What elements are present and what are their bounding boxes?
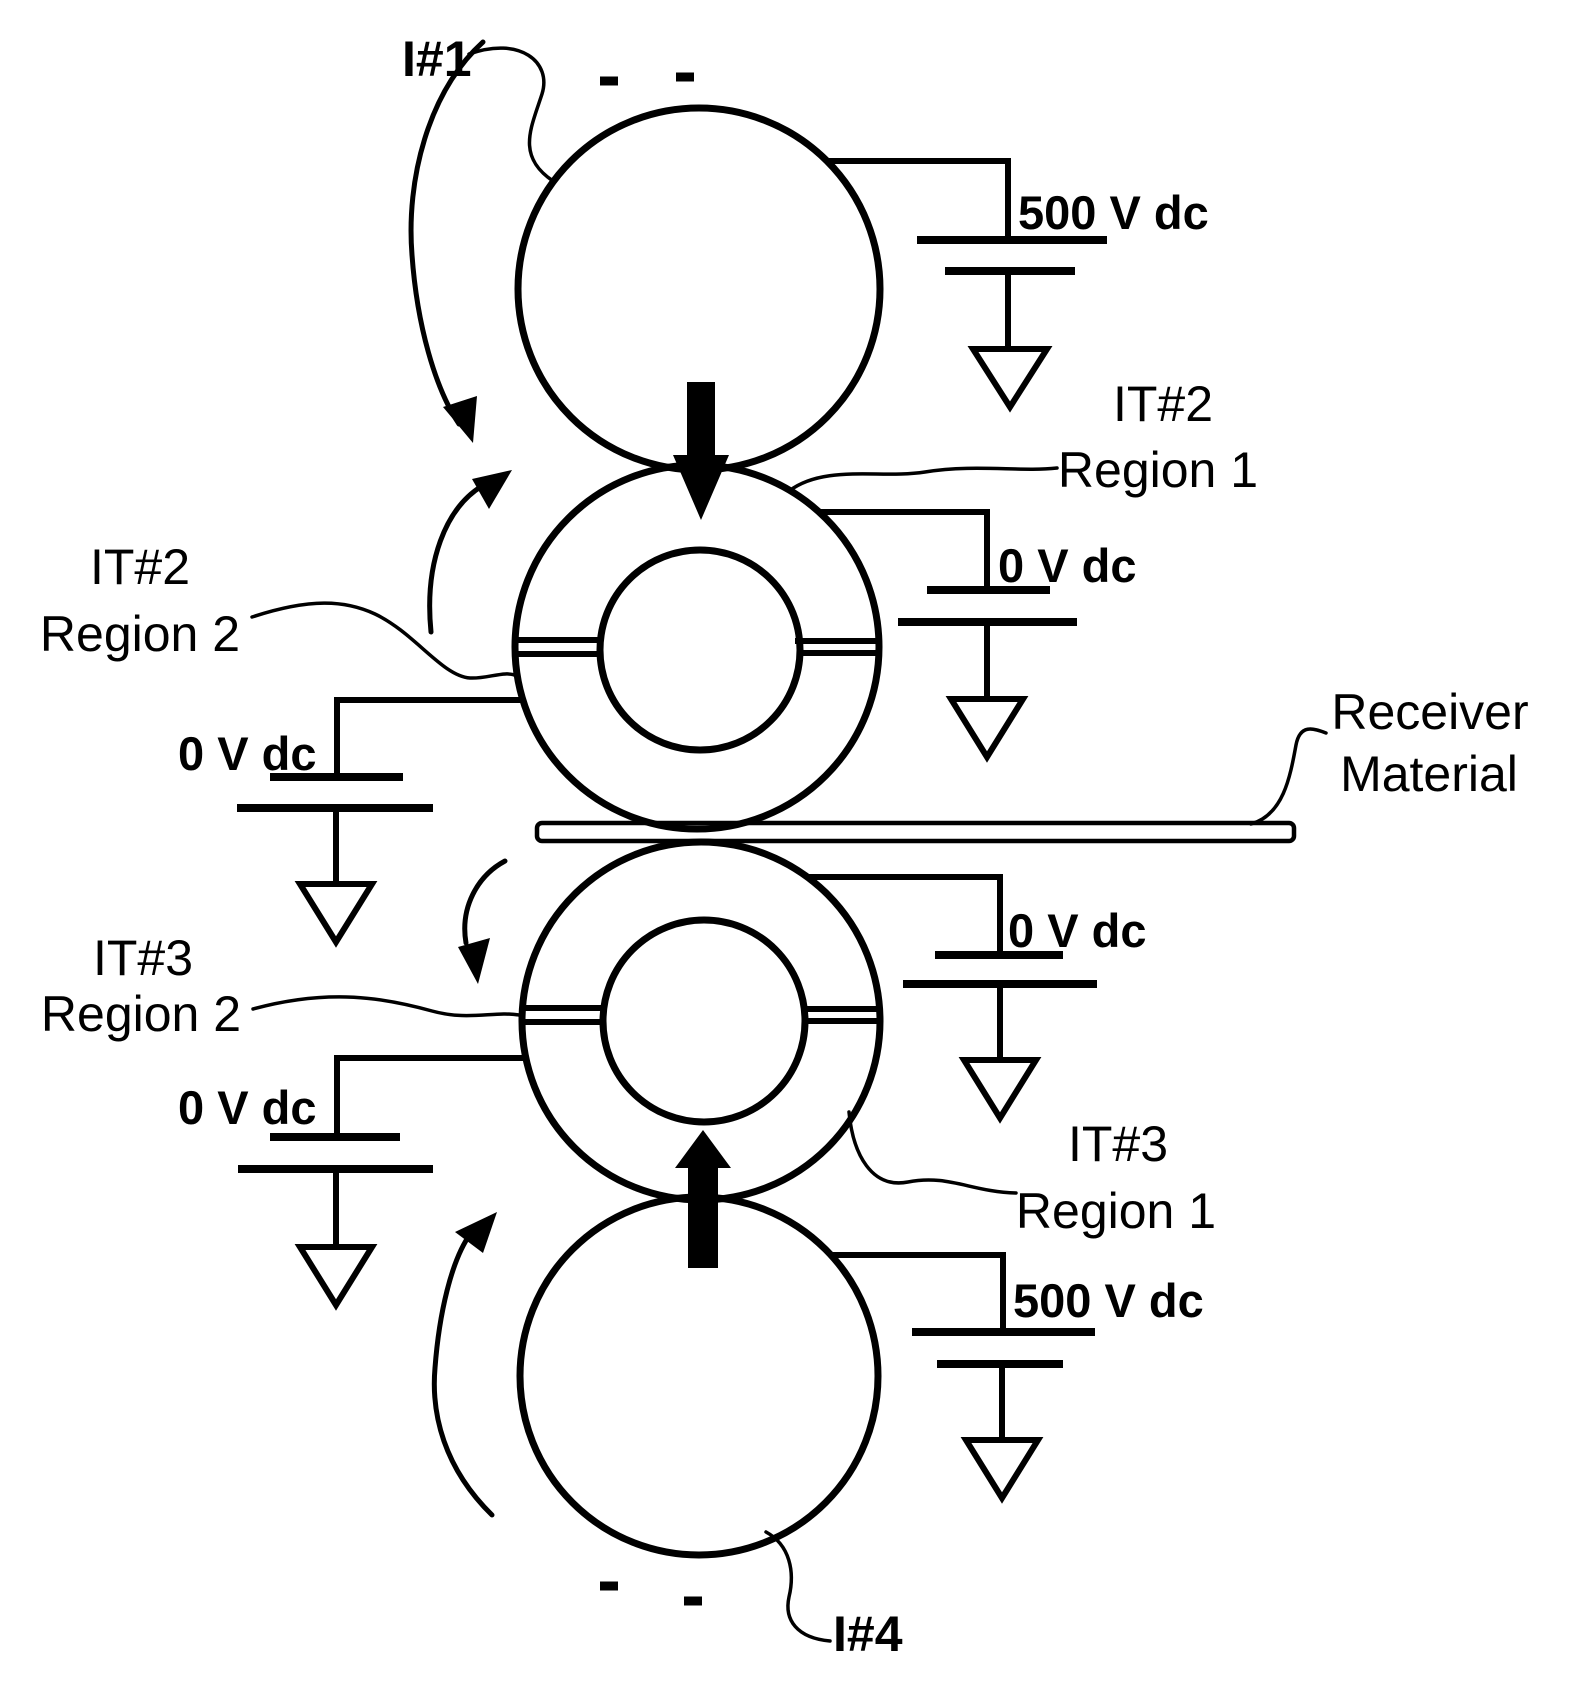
label-it2-region2: Region 2 <box>40 606 240 662</box>
roller-it2-outer-drum <box>511 461 883 833</box>
leader-receiver <box>1249 727 1328 826</box>
roller-it3-inner-core <box>599 916 809 1126</box>
ground-icon <box>960 1437 1044 1504</box>
leader-it3-region2 <box>251 995 521 1018</box>
label-it3-region1: Region 1 <box>1016 1183 1216 1239</box>
wire-it2-region1-supply <box>819 509 990 590</box>
label-it2-left-title: IT#2 <box>90 539 190 595</box>
rotation-arrowhead-icon <box>443 396 477 443</box>
wire-it2-region2-supply <box>334 697 523 777</box>
label-i4-voltage: 500 V dc <box>1013 1274 1204 1327</box>
ground-icon <box>945 696 1029 763</box>
supply-i1-battery <box>917 236 1107 413</box>
rotation-arrow-i4 <box>431 1212 497 1518</box>
label-it2-region1-voltage: 0 V dc <box>998 539 1136 592</box>
roller-it2-inner-core <box>596 546 804 754</box>
label-it3-right-title: IT#3 <box>1068 1116 1168 1172</box>
leader-i1 <box>467 46 555 183</box>
wire-i1-supply <box>826 158 1011 240</box>
leader-it3-region1 <box>847 1110 1018 1195</box>
supply-it3-region2-battery <box>238 1133 433 1311</box>
transfer-down-arrow-icon <box>673 382 729 520</box>
rotation-arrowhead-icon <box>458 938 490 984</box>
rotation-arrowhead-icon <box>472 470 512 509</box>
label-i1-voltage: 500 V dc <box>1018 186 1209 239</box>
rotation-arrow-i1 <box>408 39 486 443</box>
label-it3-region1-voltage: 0 V dc <box>1008 904 1146 957</box>
roller-group <box>511 104 884 1559</box>
label-receiver-line1: Receiver <box>1331 684 1528 740</box>
rotation-arrowhead-icon <box>455 1212 497 1253</box>
rotation-arrow-it2 <box>427 470 512 635</box>
wire-it3-region2-supply <box>334 1055 526 1137</box>
supply-i4-battery <box>912 1328 1095 1504</box>
rotation-arc <box>408 39 486 427</box>
supply-wires <box>334 158 1011 1332</box>
supply-it2-region2-battery <box>237 773 433 948</box>
callout-leaders <box>250 46 1328 1643</box>
label-i4: I#4 <box>833 1606 903 1662</box>
ground-icon <box>294 1244 378 1311</box>
receiver-material-web <box>534 820 1297 844</box>
label-it2-right-title: IT#2 <box>1113 376 1213 432</box>
rotation-arc <box>462 858 508 946</box>
toner-dashes <box>600 72 702 1606</box>
ground-icon <box>967 346 1053 413</box>
ground-icon <box>294 881 378 948</box>
supply-it3-region1-battery <box>903 951 1097 1124</box>
ground-icon <box>958 1057 1042 1124</box>
transfer-up-arrow-icon <box>675 1130 731 1268</box>
wire-it3-region1-supply <box>807 874 1003 955</box>
rotation-arc <box>427 483 485 635</box>
leader-i4 <box>764 1530 832 1643</box>
rotation-arrow-it3 <box>458 858 508 984</box>
label-it3-region2-voltage: 0 V dc <box>178 1081 316 1134</box>
label-it3-left-title: IT#3 <box>93 930 193 986</box>
label-it2-region1: Region 1 <box>1058 442 1258 498</box>
label-it2-region2-voltage: 0 V dc <box>178 727 316 780</box>
leader-it2-region2 <box>250 601 519 680</box>
wire-i4-supply <box>831 1252 1006 1332</box>
supply-it2-region1-battery <box>898 586 1077 763</box>
rotation-arc <box>431 1230 495 1518</box>
label-receiver-line2: Material <box>1340 746 1518 802</box>
region-split-lines <box>516 637 880 1025</box>
label-it3-region2: Region 2 <box>41 986 241 1042</box>
label-i1: I#1 <box>402 31 472 87</box>
leader-it2-region1 <box>787 466 1059 493</box>
